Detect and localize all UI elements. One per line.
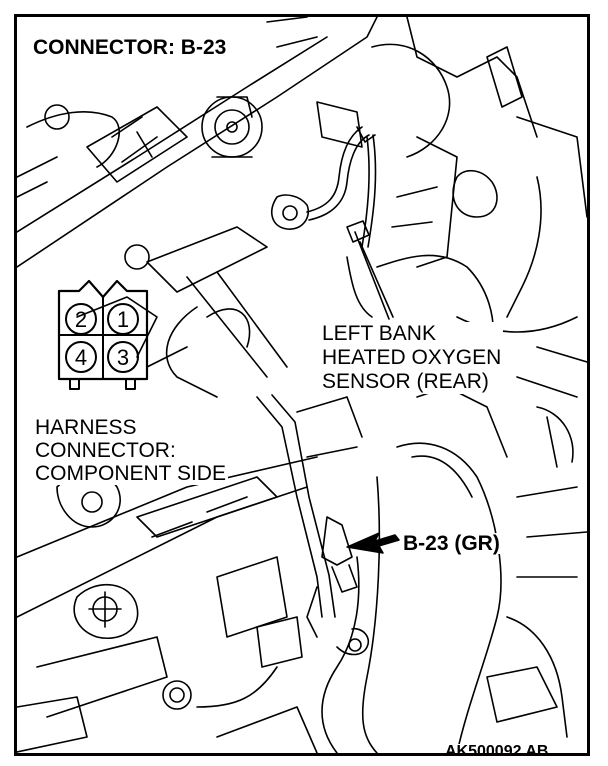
- sensor-label-line: SENSOR (REAR): [322, 370, 489, 393]
- sensor-label-line: LEFT BANK: [322, 322, 436, 345]
- sensor-leader-line: [354, 231, 390, 320]
- sensor-label: LEFT BANK HEATED OXYGEN SENSOR (REAR): [320, 322, 504, 394]
- harness-connector-label: HARNESS CONNECTOR: COMPONENT SIDE: [33, 416, 228, 485]
- sensor-leader-line-2: [359, 241, 394, 318]
- harness-label-line: HARNESS: [35, 416, 137, 439]
- connector-pin-label: 4: [75, 345, 87, 370]
- harness-label-line: COMPONENT SIDE: [35, 462, 226, 485]
- connector-callout-label: B-23 (GR): [401, 532, 502, 555]
- connector-pin-label: 3: [117, 345, 129, 370]
- callout-arrow: [346, 532, 400, 554]
- page-title: CONNECTOR: B-23: [31, 36, 229, 59]
- upper-engine-view: [17, 17, 587, 398]
- lower-engine-view: [17, 386, 587, 753]
- sensor-label-line: HEATED OXYGEN: [322, 346, 502, 369]
- engine-line-drawing: 2 1 4 3: [17, 17, 587, 753]
- connector-face: [57, 279, 149, 390]
- harness-label-line: CONNECTOR:: [35, 439, 176, 462]
- figure-id: AK500092 AB: [443, 744, 551, 753]
- connector-pin-label: 2: [75, 307, 87, 332]
- connector-pin-label: 1: [117, 307, 129, 332]
- diagram-frame: 2 1 4 3 CONNECTOR: B-23 LEFT BANK HEATED…: [14, 14, 590, 756]
